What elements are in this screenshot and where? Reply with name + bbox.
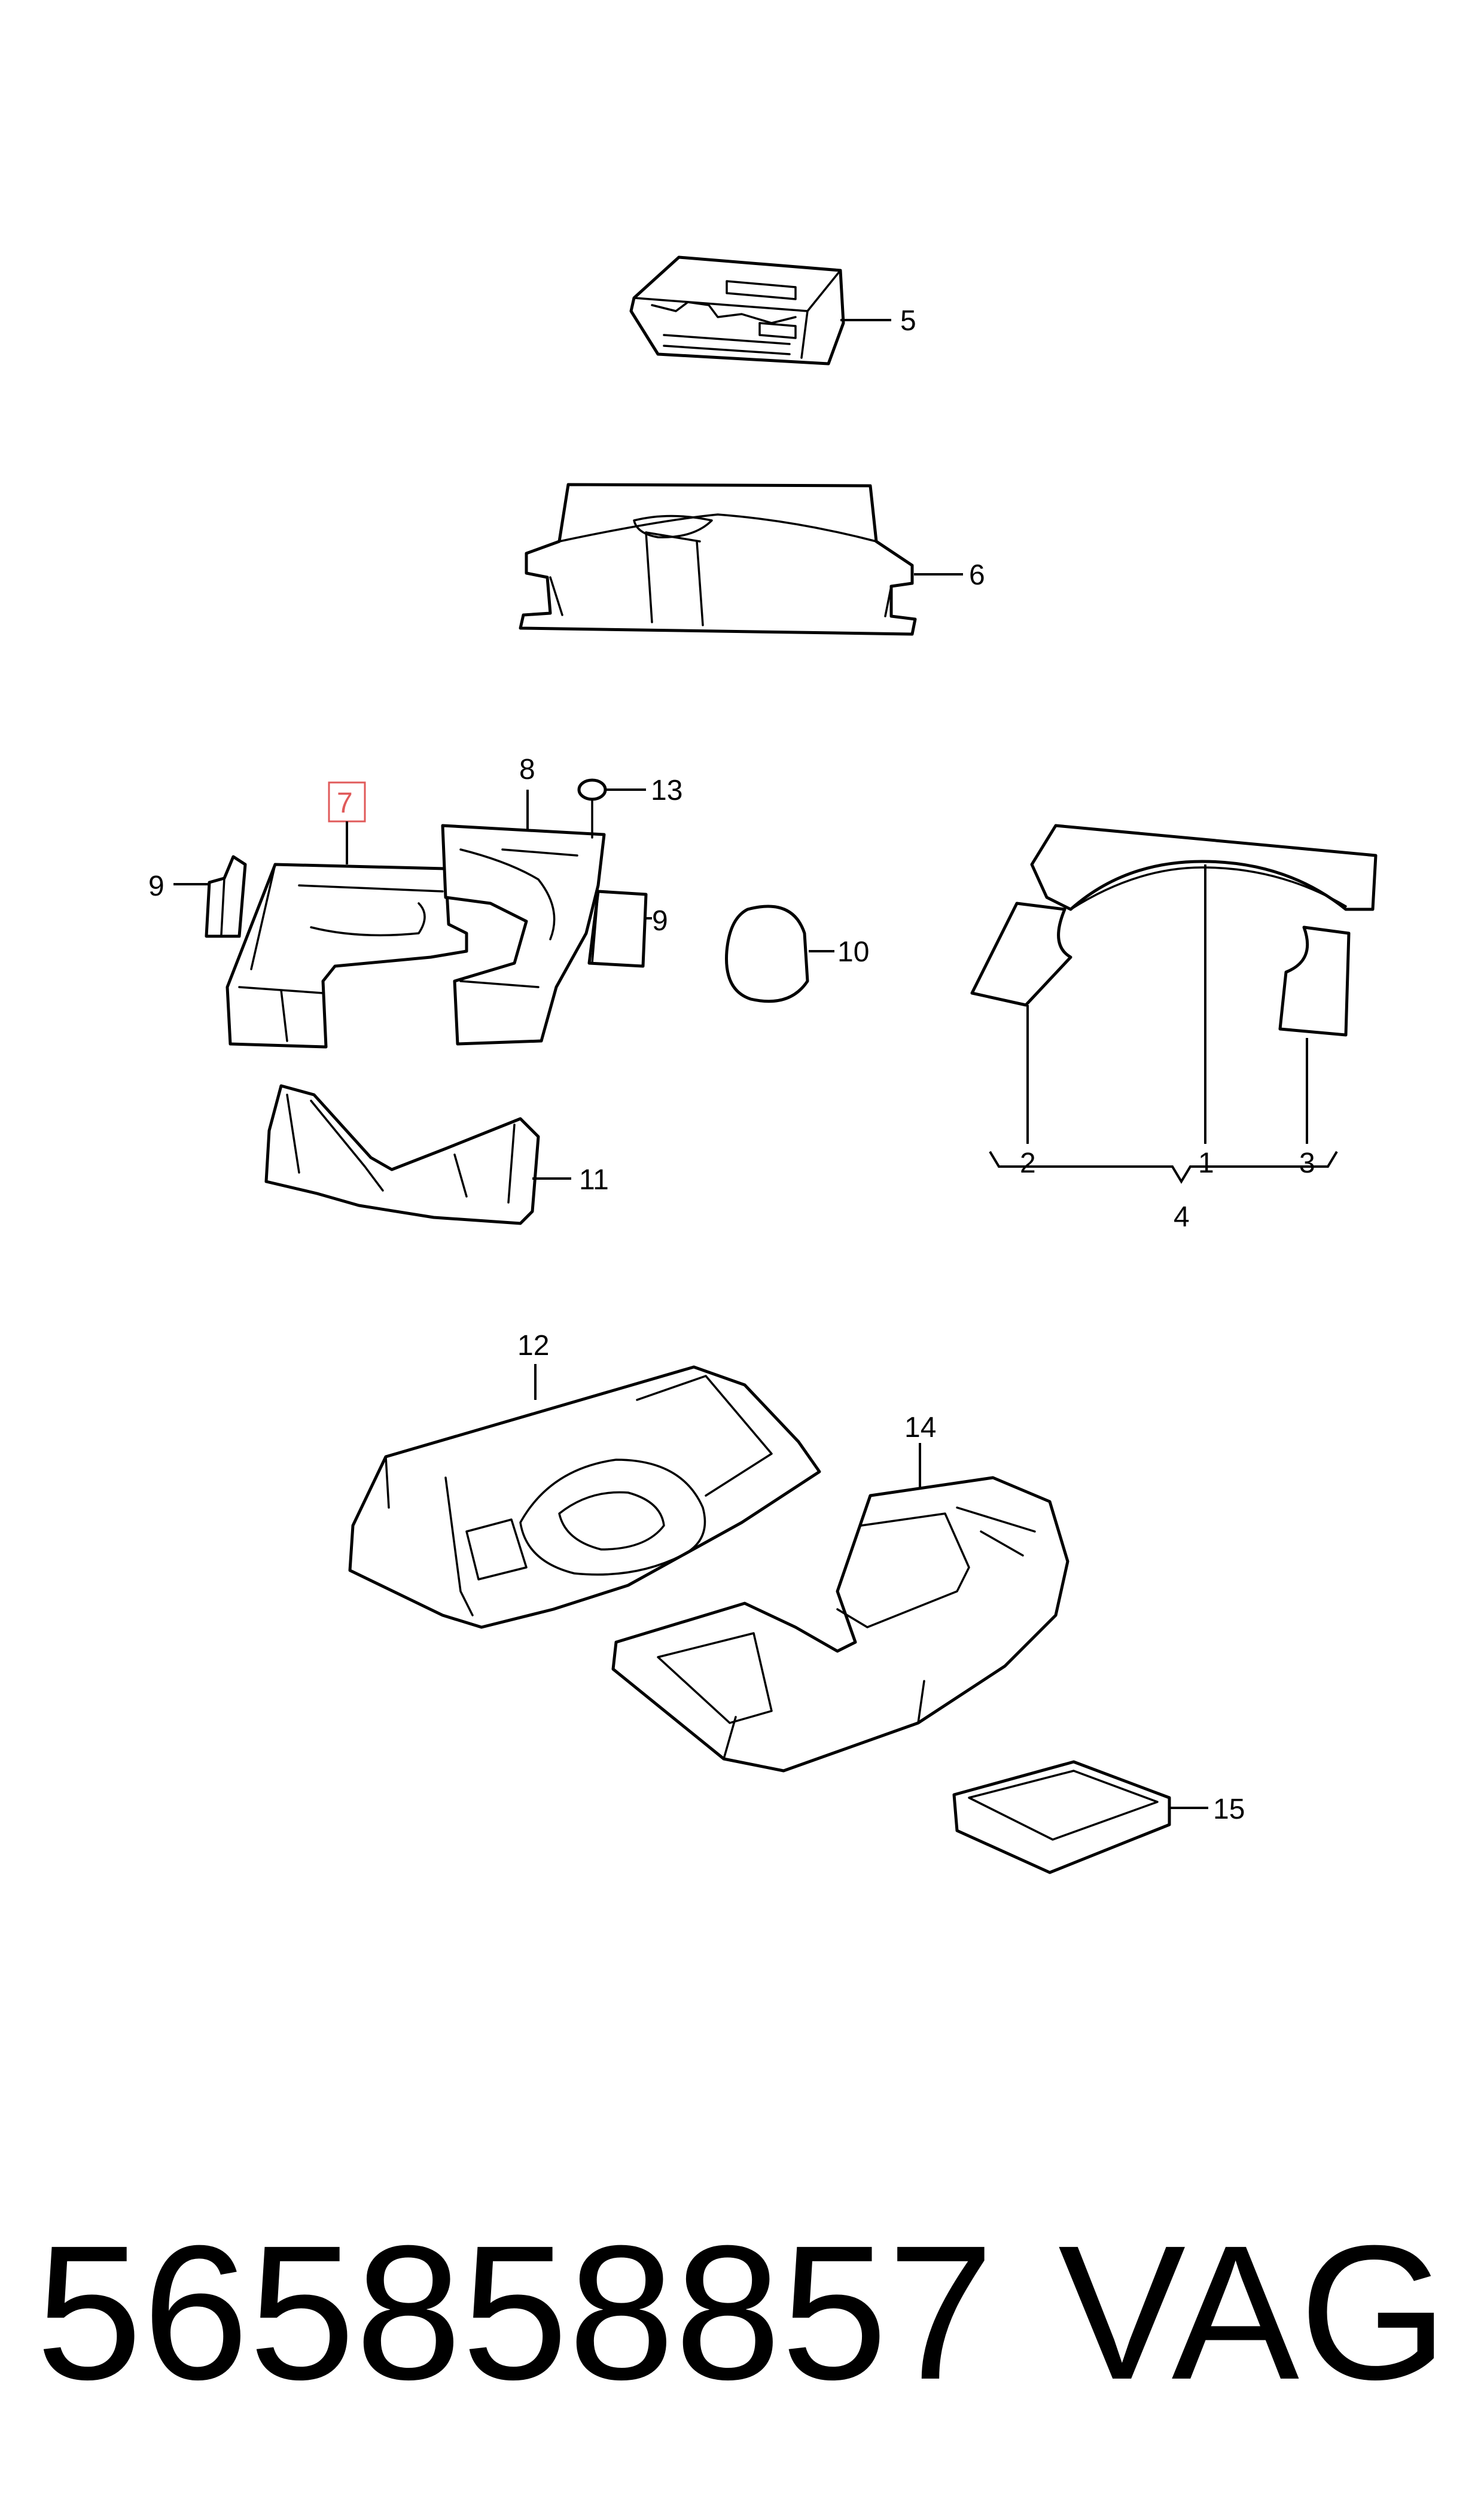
part-8-right-foam-tray[interactable] [441, 824, 606, 1046]
callout-5: 5 [900, 305, 916, 337]
part-14-floor-tray[interactable] [348, 1365, 821, 1629]
callout-10: 10 [837, 936, 869, 968]
callout-7: 7 [337, 787, 353, 819]
part-11-insert[interactable] [264, 1084, 540, 1225]
part-1-wheel-housing-trim[interactable] [1030, 824, 1378, 911]
callout-9-right: 9 [652, 905, 668, 937]
part-15-mat[interactable] [952, 1760, 1171, 1874]
callout-4: 4 [1174, 1201, 1190, 1233]
callout-1: 1 [1198, 1147, 1214, 1179]
callout-12: 14 [904, 1412, 936, 1444]
part-10-cover[interactable] [725, 905, 809, 1003]
part-13-clip[interactable] [577, 778, 607, 839]
callout-11: 11 [579, 1164, 609, 1196]
callout-3: 3 [1299, 1147, 1315, 1179]
callout-2: 2 [1020, 1147, 1036, 1179]
part-9-left-end-cap[interactable] [205, 855, 247, 938]
callout-13: 13 [651, 775, 682, 806]
part-3-right-insulation[interactable] [1278, 925, 1351, 1037]
part-6-rear-panel[interactable] [519, 483, 917, 636]
brand-text: VAG [1058, 2205, 1448, 2419]
callout-6: 6 [969, 559, 985, 591]
part-number-text: 565858857 [36, 2205, 994, 2419]
part-5-storage-box[interactable] [629, 255, 845, 366]
callout-15: 15 [1213, 1794, 1245, 1825]
callout-8: 8 [519, 754, 535, 785]
part-7-left-foam-tray[interactable] [226, 863, 468, 1049]
callout-14: 12 [517, 1330, 549, 1362]
part-9-right-end-cap[interactable] [587, 890, 648, 968]
part-12-center-tray[interactable] [611, 1476, 1069, 1773]
callout-9-left: 9 [148, 870, 164, 902]
assembly-bracket-4 [989, 1150, 1338, 1184]
part-2-left-insulation[interactable] [970, 902, 1072, 1007]
